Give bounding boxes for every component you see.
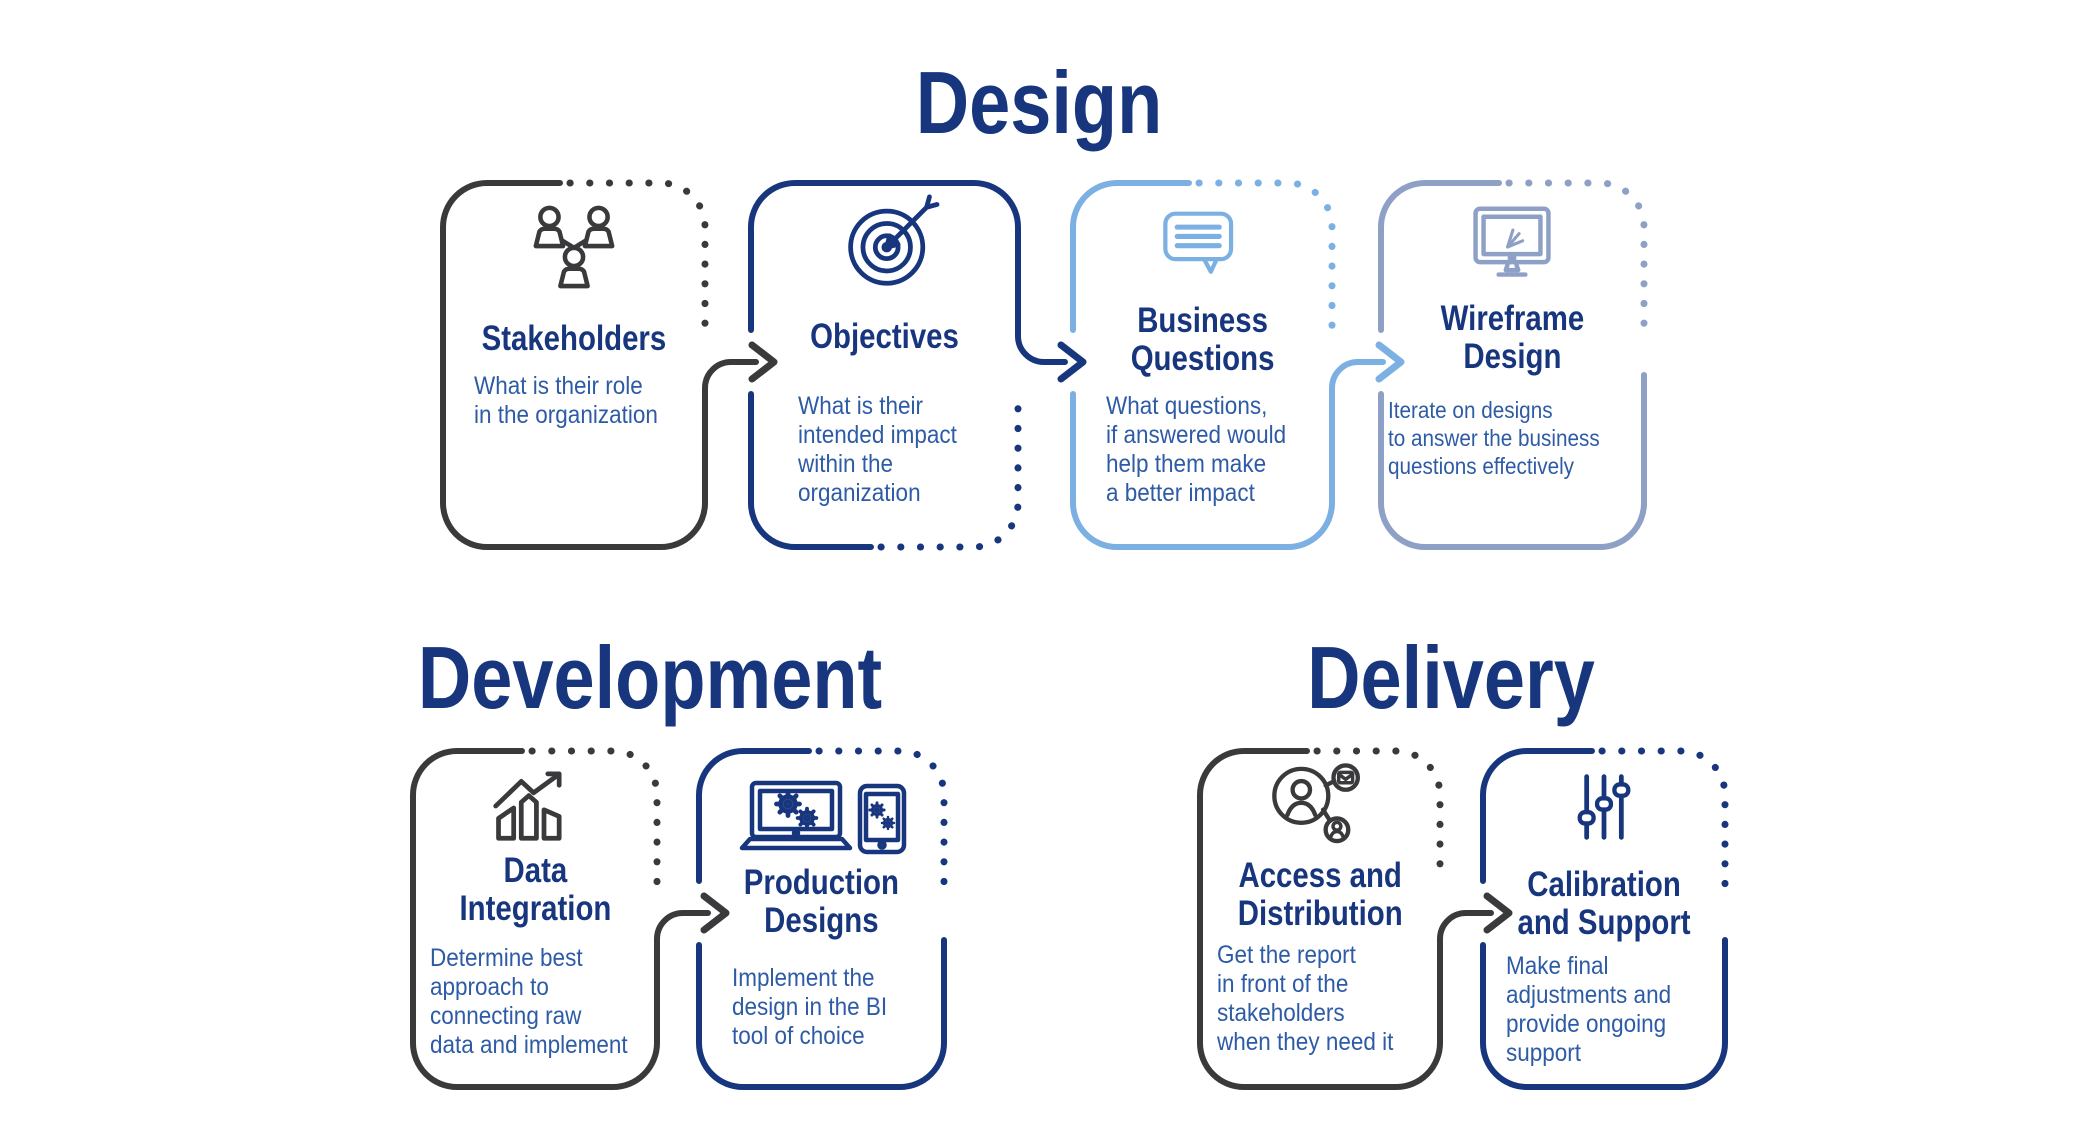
speech-bubble-icon: [1162, 210, 1242, 278]
card-business-questions: Business Questions What questions, if an…: [1070, 179, 1405, 550]
card-title: Production Designs: [743, 863, 900, 940]
card-title: Stakeholders: [481, 319, 667, 358]
card-border: [1378, 179, 1648, 550]
section-title-design: Design: [915, 53, 1163, 152]
target-arrow-icon: [843, 194, 940, 289]
card-border: [440, 179, 778, 550]
card-wireframe-design: Wireframe Design Iterate on designs to a…: [1378, 179, 1648, 550]
card-production-designs: Production Designs Implement the design …: [696, 747, 948, 1090]
card-desc: Make final adjustments and provide ongoi…: [1506, 952, 1672, 1067]
card-access-distribution: Access and Distribution Get the report i…: [1197, 747, 1513, 1090]
card-desc: What is their role in the organization: [474, 372, 658, 429]
share-network-icon: [1270, 763, 1370, 852]
card-data-integration: Data Integration Determine best approach…: [410, 747, 730, 1090]
card-desc: Get the report in front of the stakehold…: [1217, 941, 1394, 1056]
flow-arrow-design-2: [1057, 341, 1087, 383]
card-calibration-support: Calibration and Support Make final adjus…: [1480, 747, 1729, 1090]
org-chart-icon: [524, 204, 624, 299]
card-desc: Determine best approach to connecting ra…: [430, 944, 628, 1059]
card-desc: Implement the design in the BI tool of c…: [732, 964, 888, 1050]
card-stakeholders: Stakeholders What is their role in the o…: [440, 179, 778, 550]
flow-arrow-design-1: [748, 341, 778, 383]
flow-arrow-development: [700, 892, 730, 934]
sliders-icon: [1577, 772, 1631, 842]
devices-gears-icon: [734, 780, 907, 860]
card-title: Data Integration: [459, 851, 611, 928]
card-title: Business Questions: [1130, 301, 1275, 378]
flow-arrow-design-3: [1375, 341, 1405, 383]
card-border: [1480, 747, 1729, 1090]
card-border: [1070, 179, 1405, 550]
card-title: Access and Distribution: [1237, 856, 1403, 933]
card-title: Objectives: [810, 317, 959, 356]
card-title: Wireframe Design: [1440, 299, 1585, 376]
card-desc: Iterate on designs to answer the busines…: [1388, 397, 1600, 479]
card-border: [1197, 747, 1513, 1090]
card-border: [748, 180, 1087, 551]
card-border: [696, 747, 948, 1090]
bar-chart-growth-icon: [490, 770, 580, 844]
section-title-development: Development: [417, 628, 883, 727]
card-desc: What questions, if answered would help t…: [1106, 392, 1287, 507]
card-objectives: Objectives What is their intended impact…: [748, 180, 1087, 551]
card-desc: What is their intended impact within the…: [798, 392, 957, 507]
card-title: Calibration and Support: [1517, 865, 1691, 942]
monitor-wireframe-icon: [1472, 205, 1552, 281]
card-border: [410, 747, 730, 1090]
section-title-delivery: Delivery: [1307, 628, 1595, 727]
flow-arrow-delivery: [1483, 892, 1513, 934]
